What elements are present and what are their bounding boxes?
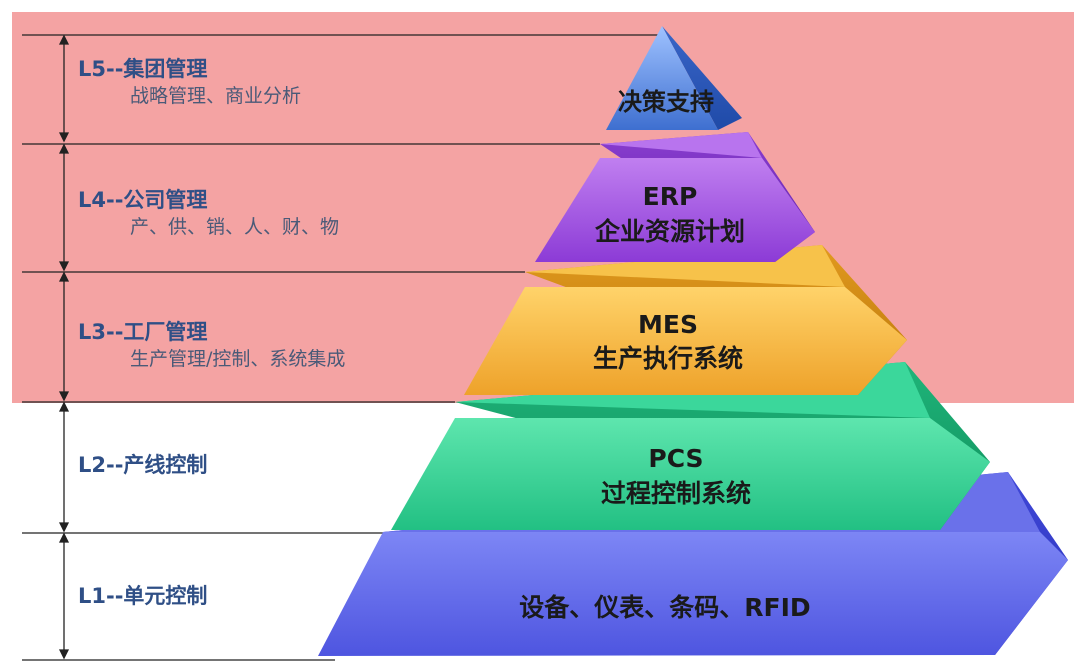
level-arrow [58,401,70,533]
pyramid-layer-erp: ERP 企业资源计划 [535,132,815,262]
level-description: 生产管理/控制、系统集成 [130,348,346,370]
pyramid-label-mes-line1: MES [638,310,698,339]
level-label-l3: L3--工厂管理 生产管理/控制、系统集成 [78,318,345,372]
pyramid-layer-decision: 决策支持 [606,26,742,130]
level-title: L2--产线控制 [78,453,208,477]
level-arrow [58,271,70,402]
pyramid-layer-mes: MES 生产执行系统 [464,245,907,395]
level-label-l5: L5--集团管理 战略管理、商业分析 [78,55,301,109]
level-title: L5--集团管理 [78,57,208,81]
level-title: L3--工厂管理 [78,320,208,344]
level-arrow [58,34,70,143]
level-arrow [58,143,70,272]
pyramid-label-mes-line2: 生产执行系统 [593,344,743,373]
pyramid-label-erp-line1: ERP [643,182,698,211]
level-label-l4: L4--公司管理 产、供、销、人、财、物 [78,186,339,240]
pyramid-label-equipment: 设备、仪表、条码、RFID [519,593,810,622]
level-title: L1--单元控制 [78,584,208,608]
level-description: 产、供、销、人、财、物 [130,216,340,238]
pyramid-label-pcs-line1: PCS [648,444,703,473]
pyramid-label-decision: 决策支持 [618,88,714,116]
level-label-l2: L2--产线控制 [78,451,207,479]
level-label-l1: L1--单元控制 [78,582,207,610]
pyramid-label-erp-line2: 企业资源计划 [595,217,745,246]
level-description: 战略管理、商业分析 [130,85,302,107]
pyramid-label-pcs-line2: 过程控制系统 [601,479,751,508]
level-axis [22,34,660,661]
level-arrow [58,532,70,660]
level-title: L4--公司管理 [78,188,208,212]
